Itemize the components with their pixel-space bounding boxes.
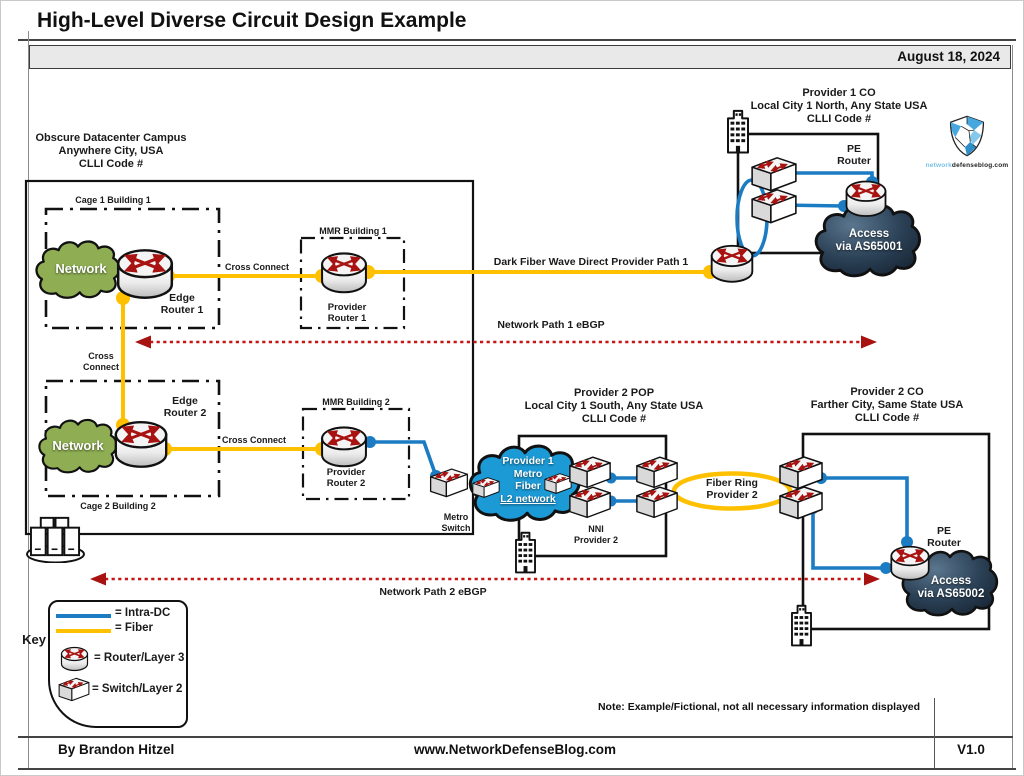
provider1-co-router-icon bbox=[707, 239, 757, 287]
provider2-pop-building-icon bbox=[511, 528, 540, 574]
key-switch-icon bbox=[57, 675, 91, 705]
provider-router-1-icon bbox=[317, 246, 371, 298]
cage2-label: Cage 2 Building 2 bbox=[80, 501, 156, 511]
date-text: August 18, 2024 bbox=[897, 49, 1000, 64]
key-router-label: = Router/Layer 3 bbox=[94, 652, 185, 664]
page-title: High-Level Diverse Circuit Design Exampl… bbox=[37, 9, 467, 32]
cross-connect-1-label: Cross Connect bbox=[224, 262, 290, 272]
provider1-co-building-icon bbox=[723, 105, 753, 155]
pe-router-1-icon bbox=[842, 175, 890, 221]
logo-text: networkdefenseblog.com bbox=[925, 162, 1009, 169]
key-box: = Intra-DC = Fiber = Router/Layer 3 = Sw… bbox=[48, 600, 188, 728]
footer-website: www.NetworkDefenseBlog.com bbox=[413, 742, 617, 757]
metro-cloud-switch-left-icon bbox=[471, 475, 501, 501]
blog-logo: networkdefenseblog.com bbox=[917, 115, 1017, 169]
title-underline bbox=[18, 39, 1016, 41]
key-fiber-swatch bbox=[56, 629, 111, 633]
right-border bbox=[1012, 45, 1014, 769]
cross-connect-2-label: Cross Connect bbox=[221, 435, 287, 445]
provider1-co-switch-bottom-icon bbox=[749, 186, 799, 228]
key-fiber-label: = Fiber bbox=[115, 622, 154, 634]
metro-switch-icon bbox=[428, 465, 470, 502]
shield-icon bbox=[945, 115, 989, 157]
key-intra-dc-label: = Intra-DC bbox=[115, 607, 171, 619]
network-cloud-2-label: Network bbox=[52, 438, 104, 453]
path1-label: Network Path 1 eBGP bbox=[497, 319, 605, 331]
edge-router-2-icon bbox=[110, 414, 172, 473]
left-border bbox=[28, 31, 30, 769]
provider2-co-building-icon bbox=[787, 601, 816, 647]
cage1-label: Cage 1 Building 1 bbox=[75, 195, 151, 205]
footer-bottom-line bbox=[18, 768, 1016, 770]
path2-label: Network Path 2 eBGP bbox=[379, 586, 487, 598]
nni-switch-bottom-left-icon bbox=[567, 483, 613, 523]
note-text: Note: Example/Fictional, not all necessa… bbox=[597, 701, 921, 713]
mmr2-label: MMR Building 2 bbox=[322, 397, 390, 407]
key-intra-dc-swatch bbox=[56, 614, 111, 618]
footer-divider bbox=[934, 698, 936, 768]
key-switch-label: = Switch/Layer 2 bbox=[92, 683, 183, 695]
dark-fiber-label: Dark Fiber Wave Direct Provider Path 1 bbox=[493, 256, 689, 268]
provider-router-2-icon bbox=[317, 421, 371, 471]
footer-author: By Brandon Hitzel bbox=[58, 742, 175, 757]
footer-top-line bbox=[18, 736, 1013, 738]
provider2-co-switch-bottom-icon bbox=[777, 483, 825, 524]
key-title: Key bbox=[22, 632, 46, 647]
network-cloud-1-label: Network bbox=[55, 261, 107, 276]
server-cluster-icon bbox=[24, 510, 87, 563]
key-router-icon bbox=[58, 644, 91, 673]
footer-version: V1.0 bbox=[957, 742, 985, 757]
date-bar: August 18, 2024 bbox=[29, 45, 1011, 69]
nni-switch-bottom-right-icon bbox=[634, 483, 680, 523]
mmr1-label: MMR Building 1 bbox=[319, 226, 387, 236]
